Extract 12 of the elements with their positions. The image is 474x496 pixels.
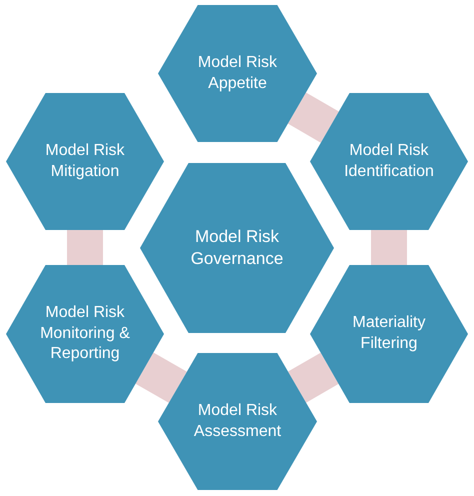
connector-band: [288, 92, 339, 143]
hexagon-label: Model Risk Identification: [343, 140, 435, 182]
connector-band: [371, 230, 407, 265]
hexagon-label: Model Risk Monitoring & Reporting: [39, 302, 131, 364]
connector-band: [136, 352, 187, 403]
hexagon-label: Model Risk Appetite: [196, 52, 278, 94]
hexagon-label: Materiality Filtering: [352, 313, 426, 354]
hexagon-label: Model Risk Assessment: [192, 400, 282, 442]
hexagon-label: Model Risk Mitigation: [44, 140, 126, 182]
hexagon-label: Model Risk Governance: [190, 226, 284, 270]
connector-band: [288, 352, 339, 403]
connector-band: [67, 230, 103, 265]
